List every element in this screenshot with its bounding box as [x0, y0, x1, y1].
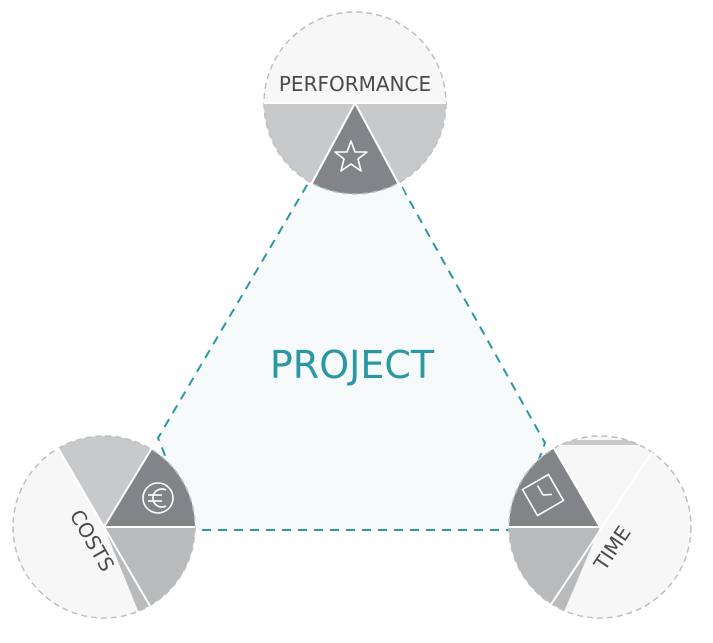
euro-icon [142, 482, 174, 514]
performance-label: PERFORMANCE [279, 72, 431, 96]
performance-node: PERFORMANCE [263, 11, 447, 195]
clock-icon [521, 473, 565, 517]
star-icon [334, 140, 368, 172]
performance-segment-dark [306, 103, 404, 194]
project-label: PROJECT [270, 343, 435, 387]
time-node: TIME [508, 435, 692, 619]
